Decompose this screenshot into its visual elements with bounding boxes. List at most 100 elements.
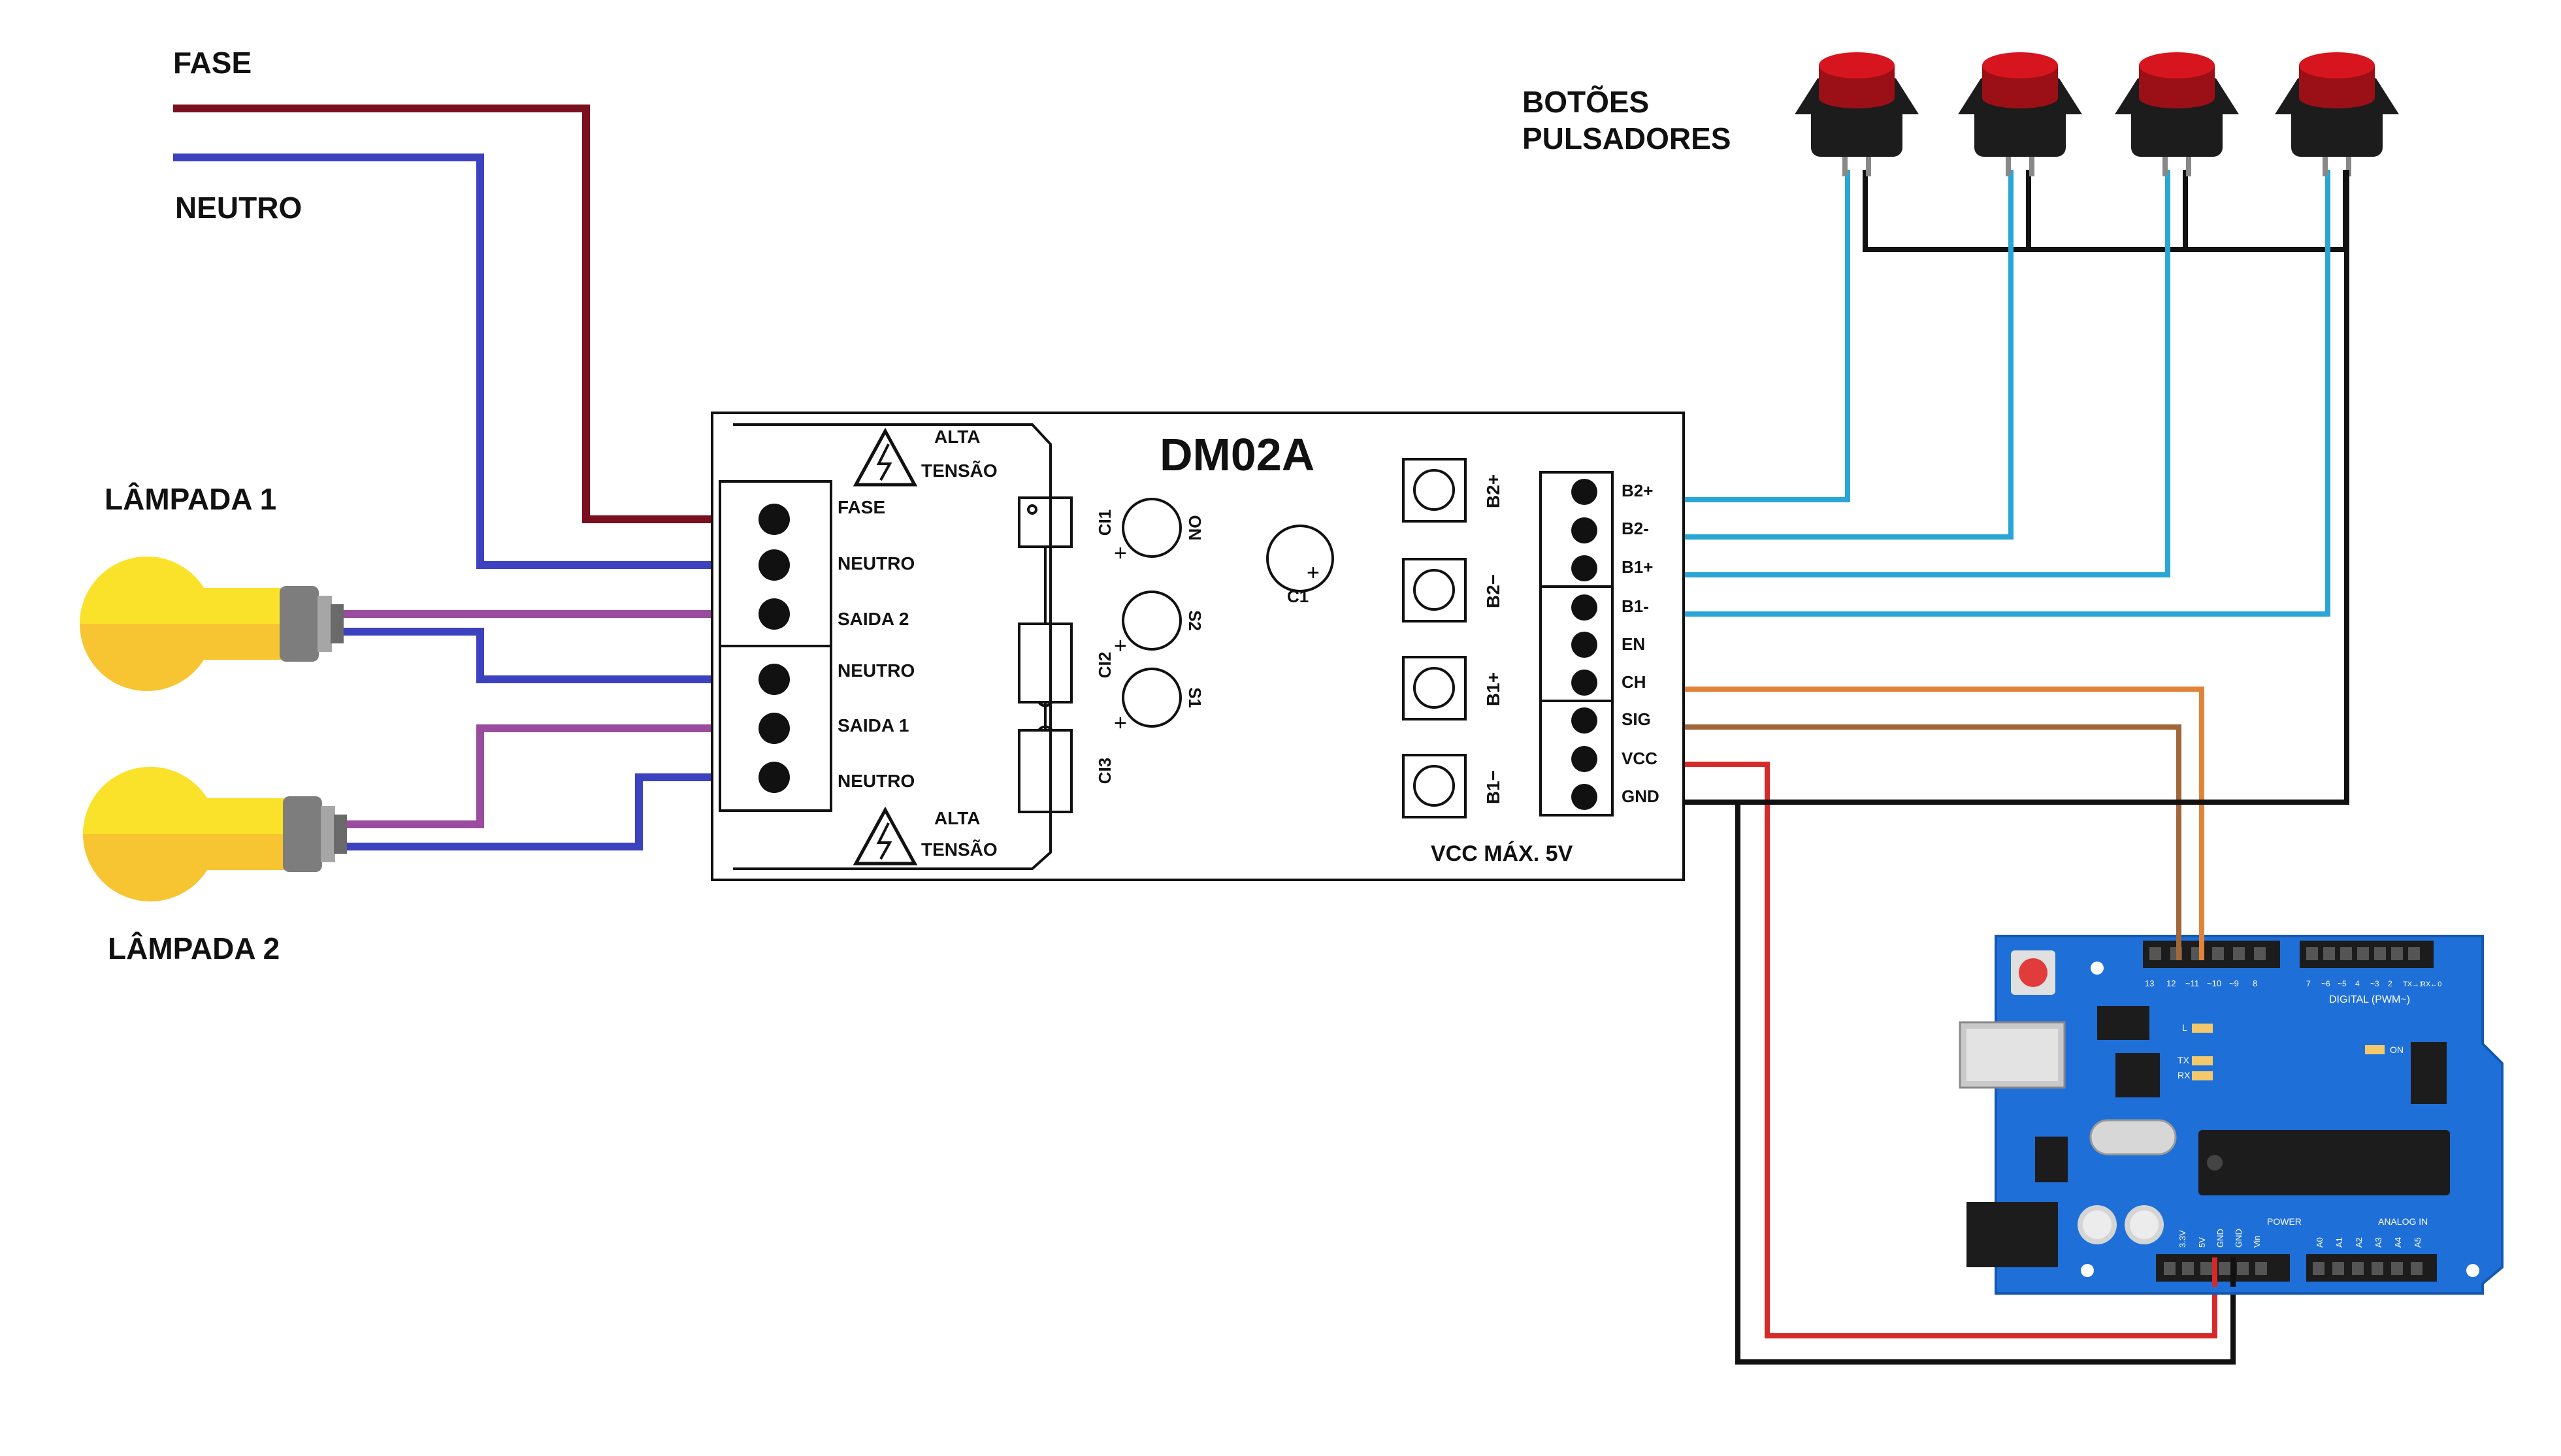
lamp1-label: LÂMPADA 1 (105, 482, 276, 516)
lamp2-base (283, 796, 322, 872)
power-label: POWER (2267, 1216, 2302, 1227)
switch-label-b1plus: B1+ (1483, 672, 1503, 706)
b1plus-wire (1619, 170, 2170, 577)
gnd-arduino-wire (1735, 802, 2236, 1365)
buttons-title-line1: BOTÕES (1522, 85, 1649, 119)
c1-label: C1 (1287, 587, 1309, 606)
terminal-neutro-3: NEUTRO (838, 771, 915, 791)
fase-label: FASE (173, 46, 252, 80)
pin-gnd-2: GND (2234, 1229, 2243, 1248)
warning-top-line2: TENSÃO (921, 461, 998, 481)
pin-3v3: 3.3V (2178, 1230, 2187, 1248)
lamp-1 (80, 557, 344, 691)
terminal-b1minus: B1- (1622, 596, 1649, 616)
ci2-label: CI2 (1095, 652, 1115, 678)
led-tx: TX (2178, 1055, 2190, 1065)
on-label: ON (1185, 515, 1205, 541)
switch-b2minus[interactable] (1402, 558, 1467, 623)
lamp2-label: LÂMPADA 2 (108, 931, 280, 965)
buttons-title-line2: PULSADORES (1522, 121, 1731, 155)
pin-5: ~5 (2338, 979, 2347, 988)
push-button-2[interactable] (1958, 52, 2082, 176)
pin-a2: A2 (2354, 1237, 2364, 1248)
s2-label: S2 (1185, 610, 1205, 631)
terminal-gnd: GND (1622, 786, 1659, 806)
ci1-label: CI1 (1095, 510, 1115, 536)
ch-wire (1619, 687, 2204, 957)
vcc-note: VCC MÁX. 5V (1431, 841, 1573, 866)
pin-5v: 5V (2197, 1237, 2207, 1248)
push-button-4[interactable] (2275, 52, 2399, 176)
pin-6: ~6 (2321, 979, 2330, 988)
usb-chip (2115, 1053, 2160, 1097)
arduino-wires (1619, 170, 2349, 1365)
pin-gnd-1: GND (2215, 1229, 2225, 1248)
dm02a-module: DM02A ALTA TENSÃO ALTA TENSÃO FASE NEUTR… (711, 412, 1685, 881)
b2minus-wire (1619, 170, 2014, 540)
switch-b2plus[interactable] (1402, 458, 1467, 523)
module-board (711, 412, 1685, 881)
pin-vin: Vin (2252, 1235, 2262, 1248)
lamp-2 (83, 767, 347, 901)
plus-s1: + (1114, 711, 1127, 736)
b2plus-wire (1619, 170, 1850, 502)
terminal-b2plus: B2+ (1622, 481, 1653, 500)
lamp1-base (280, 586, 319, 662)
right-terminal-labels: B2+ B2- B1+ B1- EN CH SIG VCC GND (1622, 481, 1659, 806)
terminal-saida-2: SAIDA 2 (838, 609, 909, 629)
neutro-wire (173, 154, 774, 569)
pin-10: ~10 (2207, 979, 2221, 988)
pin-2: 2 (2388, 979, 2392, 988)
terminal-b1plus: B1+ (1622, 557, 1653, 577)
left-terminal-labels: FASE NEUTRO SAIDA 2 NEUTRO SAIDA 1 NEUTR… (838, 497, 915, 791)
ic-components (1018, 496, 1334, 813)
ci3-label: CI3 (1095, 758, 1115, 784)
switch-label-b2minus: B2− (1483, 574, 1503, 608)
digital-label: DIGITAL (PWM~) (2329, 994, 2410, 1005)
analog-label: ANALOG IN (2378, 1216, 2428, 1227)
switch-b1minus[interactable] (1402, 754, 1467, 818)
led-l: L (2182, 1022, 2187, 1033)
pin-13: 13 (2145, 979, 2154, 988)
pin-a1: A1 (2334, 1237, 2344, 1248)
plus-ci1: + (1114, 541, 1127, 566)
button-wires (1619, 170, 2348, 617)
pin-3: ~3 (2370, 979, 2379, 988)
led-rx: RX (2178, 1070, 2191, 1080)
s1-label: S1 (1185, 687, 1205, 708)
tactile-switches (1402, 458, 1467, 818)
push-button-3[interactable] (2115, 52, 2239, 176)
pin-a3: A3 (2373, 1237, 2383, 1248)
warning-top-line1: ALTA (934, 427, 981, 447)
terminal-vcc: VCC (1622, 749, 1657, 768)
led-on: ON (2390, 1044, 2404, 1055)
pin-4: 4 (2355, 979, 2360, 988)
lamp2-neutro-wire (346, 773, 774, 850)
switch-label-b1minus: B1− (1483, 770, 1503, 804)
arduino-board: 13 12 ~11 ~10 ~9 8 7 ~6 ~5 4 ~3 2 TX→1 R… (1959, 935, 2504, 1295)
b1minus-wire (1619, 170, 2330, 617)
pin-0: RX←0 (2421, 980, 2441, 988)
terminal-sig: SIG (1622, 709, 1651, 729)
push-button-1[interactable] (1795, 52, 1919, 176)
switch-label-b2plus: B2+ (1483, 474, 1503, 508)
lamp2-saida-wire (346, 724, 774, 828)
switch-b1plus[interactable] (1402, 656, 1467, 720)
terminal-fase: FASE (838, 497, 885, 517)
pin-a5: A5 (2413, 1237, 2422, 1248)
terminal-saida-1: SAIDA 1 (838, 715, 909, 736)
pin-8: 8 (2253, 979, 2257, 988)
gnd-wire (1619, 170, 2349, 805)
terminal-b2minus: B2- (1622, 519, 1649, 538)
warning-bottom-line2: TENSÃO (921, 839, 998, 860)
pin-12: 12 (2166, 979, 2176, 988)
atmega-chip (2198, 1130, 2450, 1195)
neutro-label: NEUTRO (175, 191, 302, 225)
warning-bottom-line1: ALTA (934, 808, 981, 828)
fase-wire (173, 105, 774, 523)
pin-11: ~11 (2185, 979, 2199, 988)
module-title: DM02A (1160, 429, 1314, 480)
terminal-en: EN (1622, 634, 1645, 654)
